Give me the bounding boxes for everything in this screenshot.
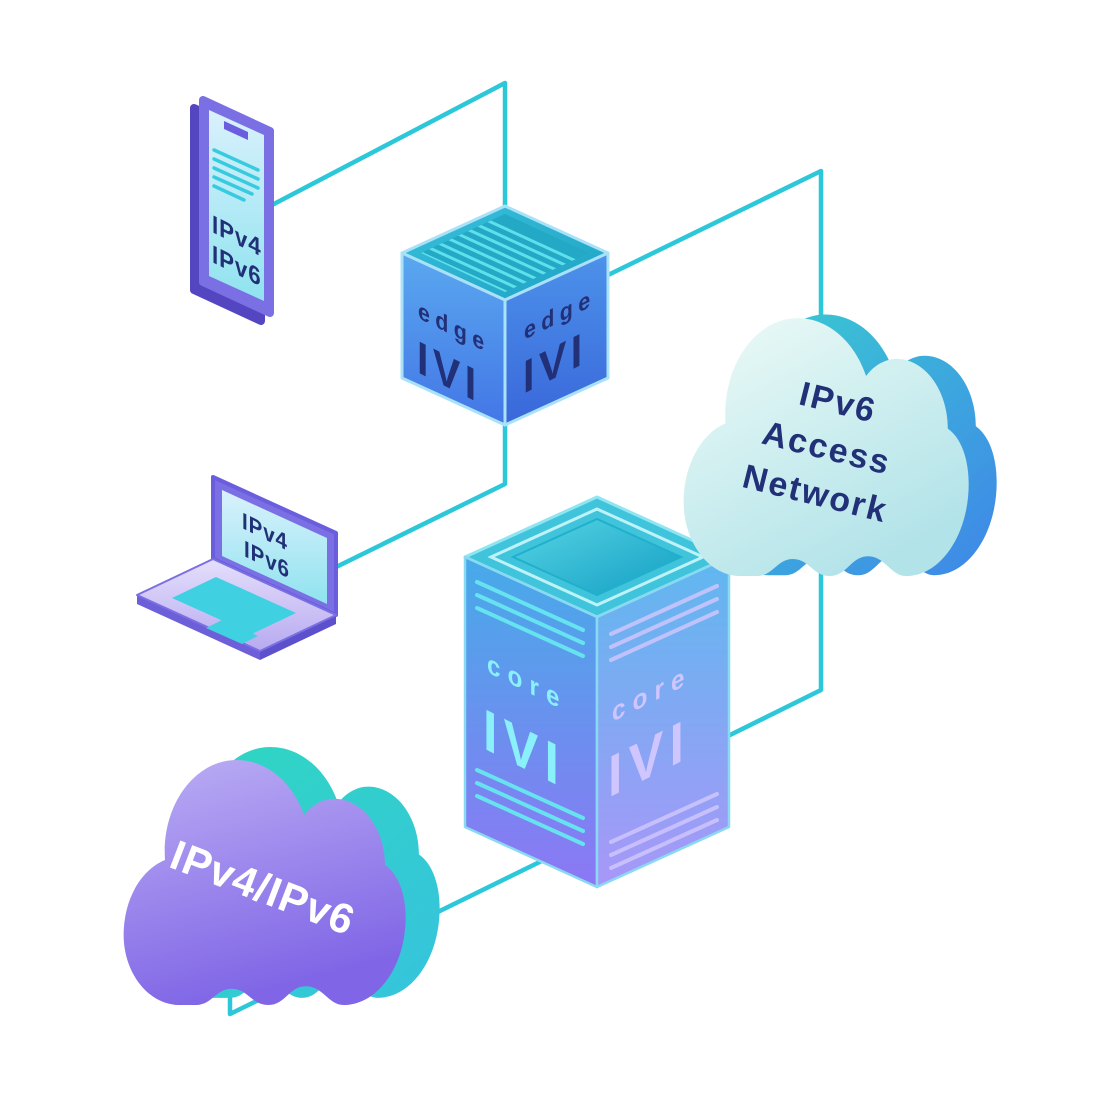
laptop-screen bbox=[222, 490, 327, 604]
connector-edge-to-laptop bbox=[327, 415, 508, 573]
phone-screen-lines bbox=[212, 148, 260, 202]
access-network-cloud: IPv6 Access Network bbox=[683, 314, 997, 577]
core-right-vent-lines bbox=[609, 584, 719, 870]
laptop-base-thickness-front bbox=[137, 595, 260, 660]
edge-router-right-face bbox=[503, 251, 610, 427]
core-left-vent-lines bbox=[475, 580, 585, 846]
laptop-touchpad bbox=[206, 620, 258, 644]
core-router-top-border bbox=[487, 507, 707, 607]
dual-stack-cloud: IPv4/IPv6 bbox=[123, 746, 440, 1005]
core-router: core IVI core IVI bbox=[463, 495, 731, 889]
phone-screen bbox=[209, 110, 264, 301]
edge-router: edge IVI edge IVI bbox=[400, 204, 610, 427]
laptop-keyboard bbox=[172, 577, 296, 634]
laptop: IPv4 IPv6 bbox=[136, 475, 338, 660]
connector-phone-to-edge bbox=[269, 80, 508, 225]
phone-notch bbox=[224, 121, 248, 140]
smartphone: IPv4 IPv6 bbox=[190, 96, 274, 325]
core-router-top-inset bbox=[510, 517, 684, 597]
laptop-base-thickness-right bbox=[260, 615, 336, 660]
